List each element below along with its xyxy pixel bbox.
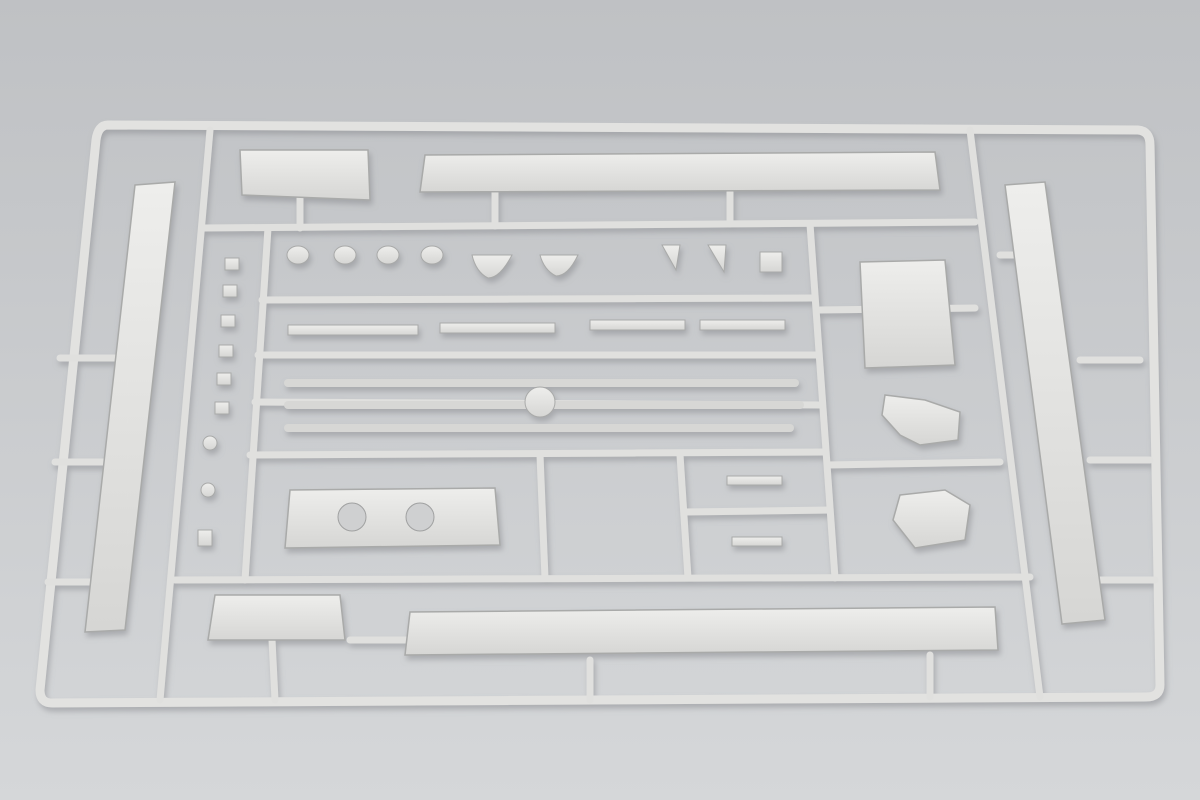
right-side-rail-part	[1004, 181, 1106, 625]
round-hub-part	[524, 386, 556, 418]
box-part	[207, 594, 346, 641]
irregular-part-upper	[881, 394, 961, 446]
left-side-rail-part	[84, 181, 176, 633]
irregular-part-lower	[892, 489, 971, 549]
small-peg-parts	[197, 257, 240, 547]
small-wheel-parts	[286, 244, 783, 279]
top-long-panel-part	[419, 151, 941, 193]
rectangular-plate-part	[859, 259, 956, 369]
small-bar-parts	[287, 319, 786, 547]
bottom-long-panel-part	[404, 606, 999, 656]
hull-plate-with-holes-part	[284, 487, 501, 549]
bracket-part	[239, 149, 371, 201]
sprue-frame	[35, 120, 1165, 708]
